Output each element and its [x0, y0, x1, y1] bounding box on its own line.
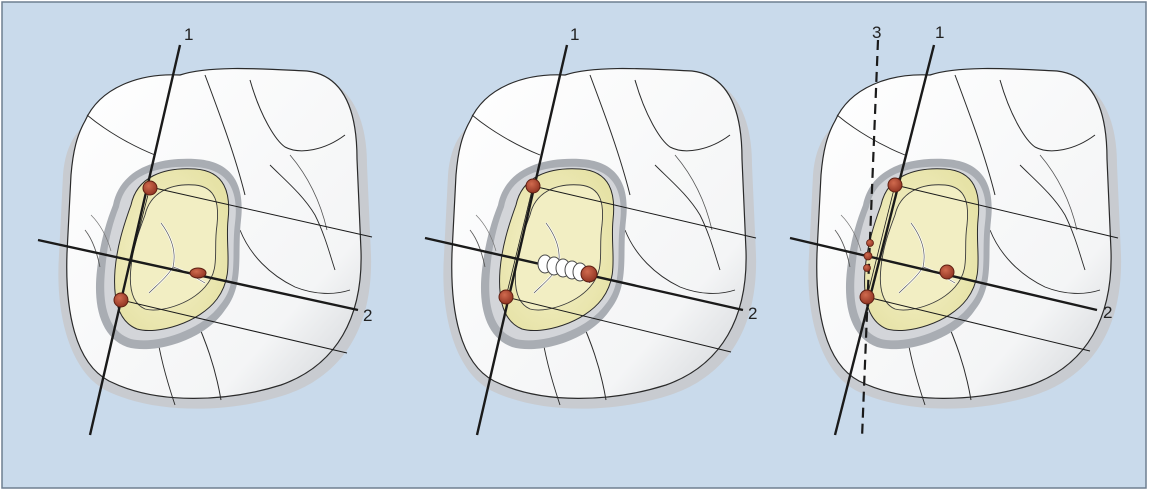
contact-point: [190, 268, 206, 278]
contact-point: [526, 179, 540, 193]
contact-point: [143, 181, 157, 195]
molar-occlusal-icon: [443, 69, 756, 409]
axis-label-3: 3: [872, 23, 881, 42]
axis-label-1: 1: [935, 23, 944, 42]
axis-label-1: 1: [570, 25, 579, 44]
axis-label-2: 2: [363, 306, 372, 325]
axis-label-1: 1: [184, 25, 193, 44]
contact-point: [860, 290, 874, 304]
contact-point: [499, 290, 513, 304]
molar-occlusal-icon: [58, 69, 371, 409]
contact-point: [114, 293, 128, 307]
contact-point: [864, 252, 872, 260]
contact-point: [888, 178, 902, 192]
axis-label-2: 2: [1103, 303, 1112, 322]
contact-point: [867, 240, 874, 247]
axis-label-2: 2: [748, 304, 757, 323]
contact-point: [940, 265, 954, 279]
contact-point: [864, 265, 871, 272]
contact-point: [581, 266, 597, 282]
